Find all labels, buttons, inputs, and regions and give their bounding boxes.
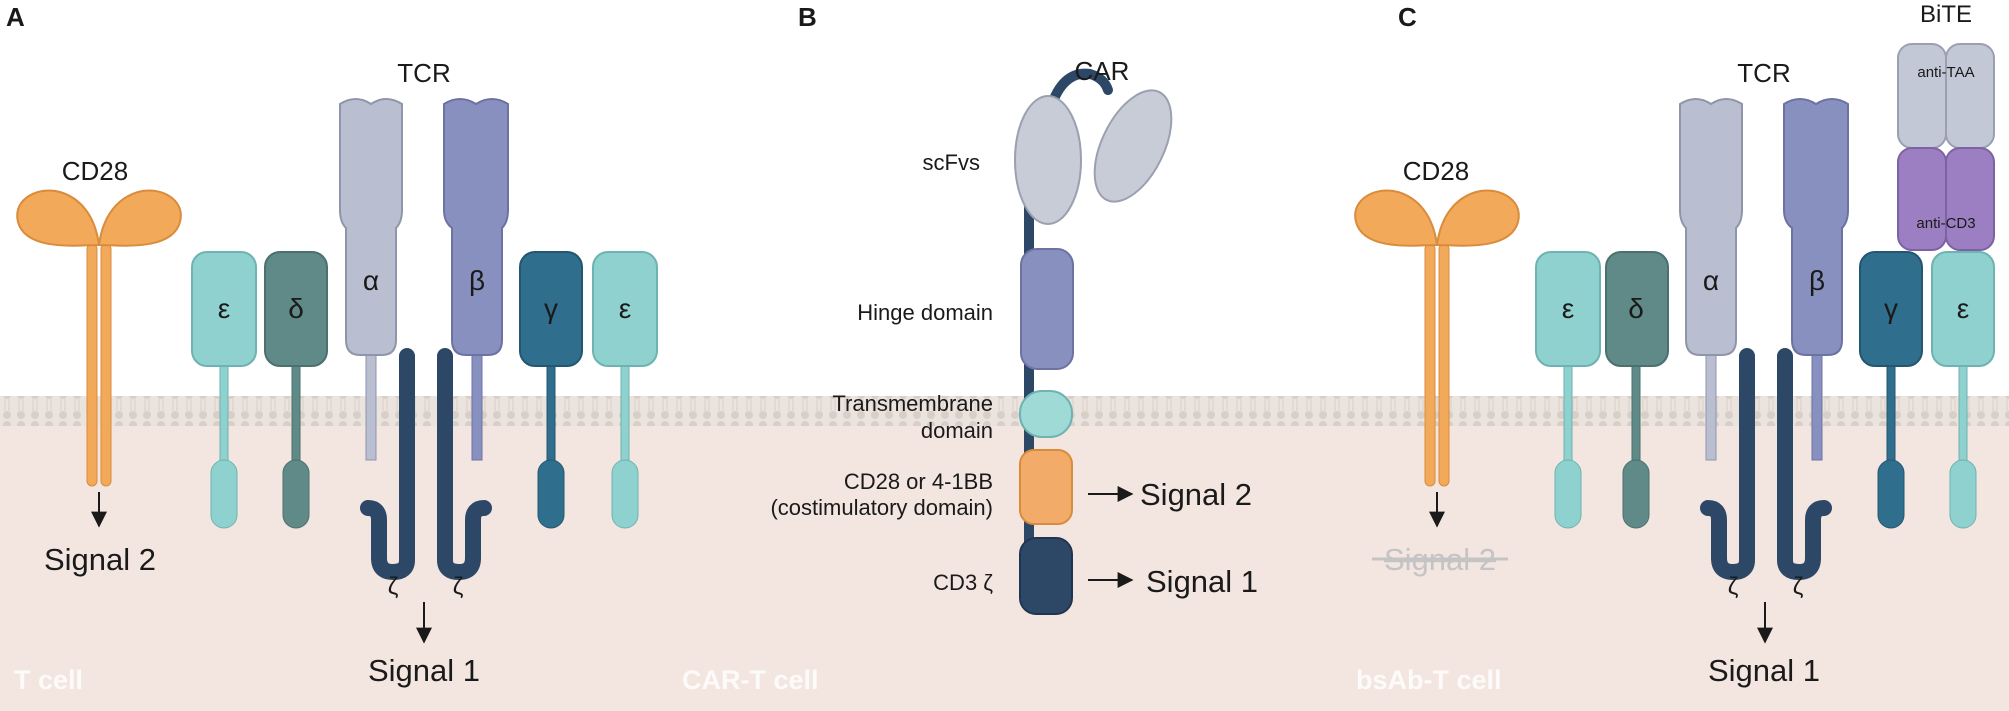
zeta-label-left-a: ζ <box>388 573 399 600</box>
zeta-label-left-c: ζ <box>1728 573 1739 600</box>
tcr-label-c: TCR <box>1737 58 1790 88</box>
cd28-receptor-c <box>1354 189 1520 487</box>
anti-taa-label: anti-TAA <box>1917 64 1974 81</box>
cd3-gamma-c <box>1859 251 1923 529</box>
costim-label-line2: (costimulatory domain) <box>770 495 993 520</box>
signal1-label-c: Signal 1 <box>1708 653 1820 688</box>
chain-epsilon-right-c: ε <box>1957 293 1969 324</box>
signal1-label-b: Signal 1 <box>1146 564 1258 599</box>
scfv-linker <box>1045 68 1113 115</box>
cell-membrane <box>0 396 2009 426</box>
transmembrane-label-line1: Transmembrane <box>832 391 993 416</box>
cell-type-label-a: T cell <box>14 665 83 695</box>
zeta-label-right-a: ζ <box>453 573 464 600</box>
chain-gamma-c: γ <box>1884 293 1898 324</box>
chain-beta-c: β <box>1809 265 1825 296</box>
cd3-gamma-a <box>519 251 583 529</box>
cd28-label-c: CD28 <box>1403 156 1469 186</box>
cd28-receptor-a <box>16 189 182 487</box>
tcr-beta-a <box>443 98 509 461</box>
costimulatory-domain <box>1019 449 1073 525</box>
cell-type-label-c: bsAb-T cell <box>1356 665 1502 695</box>
cd3-epsilon-right-c <box>1931 251 1995 529</box>
cd3-zeta-domain <box>1019 537 1073 615</box>
chain-beta-a: β <box>469 265 485 296</box>
panel-a: A CD28 Signal 2 ε δ α <box>6 2 658 695</box>
panel-c-letter: C <box>1398 2 1417 32</box>
chain-epsilon-left-c: ε <box>1562 293 1574 324</box>
chain-epsilon-left-a: ε <box>218 293 230 324</box>
bite-label: BiTE <box>1920 1 1972 28</box>
panel-c: C CD28 Signal 2 ε δ α <box>1354 1 1995 695</box>
cd3-zeta-chains-a <box>360 348 492 581</box>
panel-b: B CAR scFvs Hinge domain Transmembrane d… <box>682 2 1258 695</box>
costim-label-line1: CD28 or 4-1BB <box>844 469 993 494</box>
chain-alpha-c: α <box>1703 265 1719 296</box>
chain-epsilon-right-a: ε <box>619 293 631 324</box>
signal2-label-b: Signal 2 <box>1140 477 1252 512</box>
car-label: CAR <box>1075 56 1130 86</box>
hinge-domain <box>1020 248 1074 370</box>
scfv-domain-1 <box>1014 95 1082 225</box>
chain-delta-c: δ <box>1628 293 1644 324</box>
panel-a-letter: A <box>6 2 25 32</box>
chain-alpha-a: α <box>363 265 379 296</box>
cytoplasm <box>0 425 2009 711</box>
anti-cd3-label: anti-CD3 <box>1916 215 1975 232</box>
cell-type-label-b: CAR-T cell <box>682 665 819 695</box>
cd3z-label: CD3 ζ <box>933 570 993 595</box>
scfv-domain-2 <box>1093 89 1173 203</box>
cd3-delta-c <box>1605 251 1669 529</box>
transmembrane-domain <box>1019 390 1073 438</box>
zeta-label-right-c: ζ <box>1793 573 1804 600</box>
chain-gamma-a: γ <box>544 293 558 324</box>
transmembrane-label-line2: domain <box>921 418 993 443</box>
tcr-label-a: TCR <box>397 58 450 88</box>
tcr-alpha-a <box>339 98 403 461</box>
cd3-epsilon-left-c <box>1535 251 1601 529</box>
cd3-delta-a <box>264 251 328 529</box>
chain-delta-a: δ <box>288 293 304 324</box>
scfvs-label: scFvs <box>923 150 980 175</box>
hinge-label: Hinge domain <box>857 300 993 325</box>
cd28-label-a: CD28 <box>62 156 128 186</box>
cd3-zeta-chains-c <box>1700 348 1832 581</box>
panel-b-letter: B <box>798 2 817 32</box>
cd3-epsilon-right-a <box>592 251 658 529</box>
cd3-epsilon-left-a <box>191 251 257 529</box>
tcr-alpha-c <box>1679 98 1743 461</box>
signal2-label-a: Signal 2 <box>44 542 156 577</box>
tcr-beta-c <box>1783 98 1849 461</box>
bite-antibody <box>1897 43 1995 251</box>
signal1-label-a: Signal 1 <box>368 653 480 688</box>
